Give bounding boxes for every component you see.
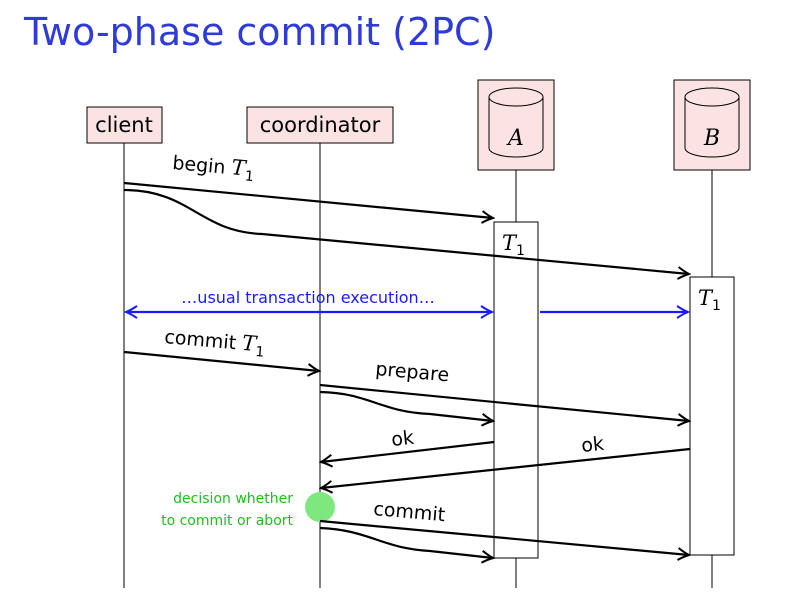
participant-coordinator: coordinator [246,106,394,144]
message-prepare-label: prepare [375,358,451,386]
participant-db-a-label: A [506,126,524,151]
transaction-a-box: T1 [493,221,539,559]
participant-coordinator-label: coordinator [260,113,381,137]
decision-marker [305,492,335,522]
transaction-b-box: T1 [689,276,735,556]
decision-note-line2: to commit or abort [161,513,293,529]
database-a-icon [488,87,544,158]
participant-db-a: A [477,79,555,171]
participant-client-label: client [95,113,153,137]
participant-db-b-label: B [703,126,720,151]
execution-arrow: …usual transaction execution… [126,288,688,312]
message-ok-a: ok [321,427,495,462]
slide-title: Two-phase commit (2PC) [24,10,496,54]
database-b-icon [684,87,740,158]
transaction-b-label: T1 [698,286,721,314]
participant-db-b: B [673,79,751,171]
participant-client: client [86,106,163,144]
execution-arrow-label: …usual transaction execution… [181,288,434,307]
message-ok-a-label: ok [390,427,415,451]
message-ok-b: ok [321,433,691,488]
transaction-a-label: T1 [502,231,525,259]
message-ok-b-label: ok [580,433,605,457]
decision-note-line1: decision whether [173,491,293,507]
message-coordinator-commit-label: commit [373,498,446,526]
